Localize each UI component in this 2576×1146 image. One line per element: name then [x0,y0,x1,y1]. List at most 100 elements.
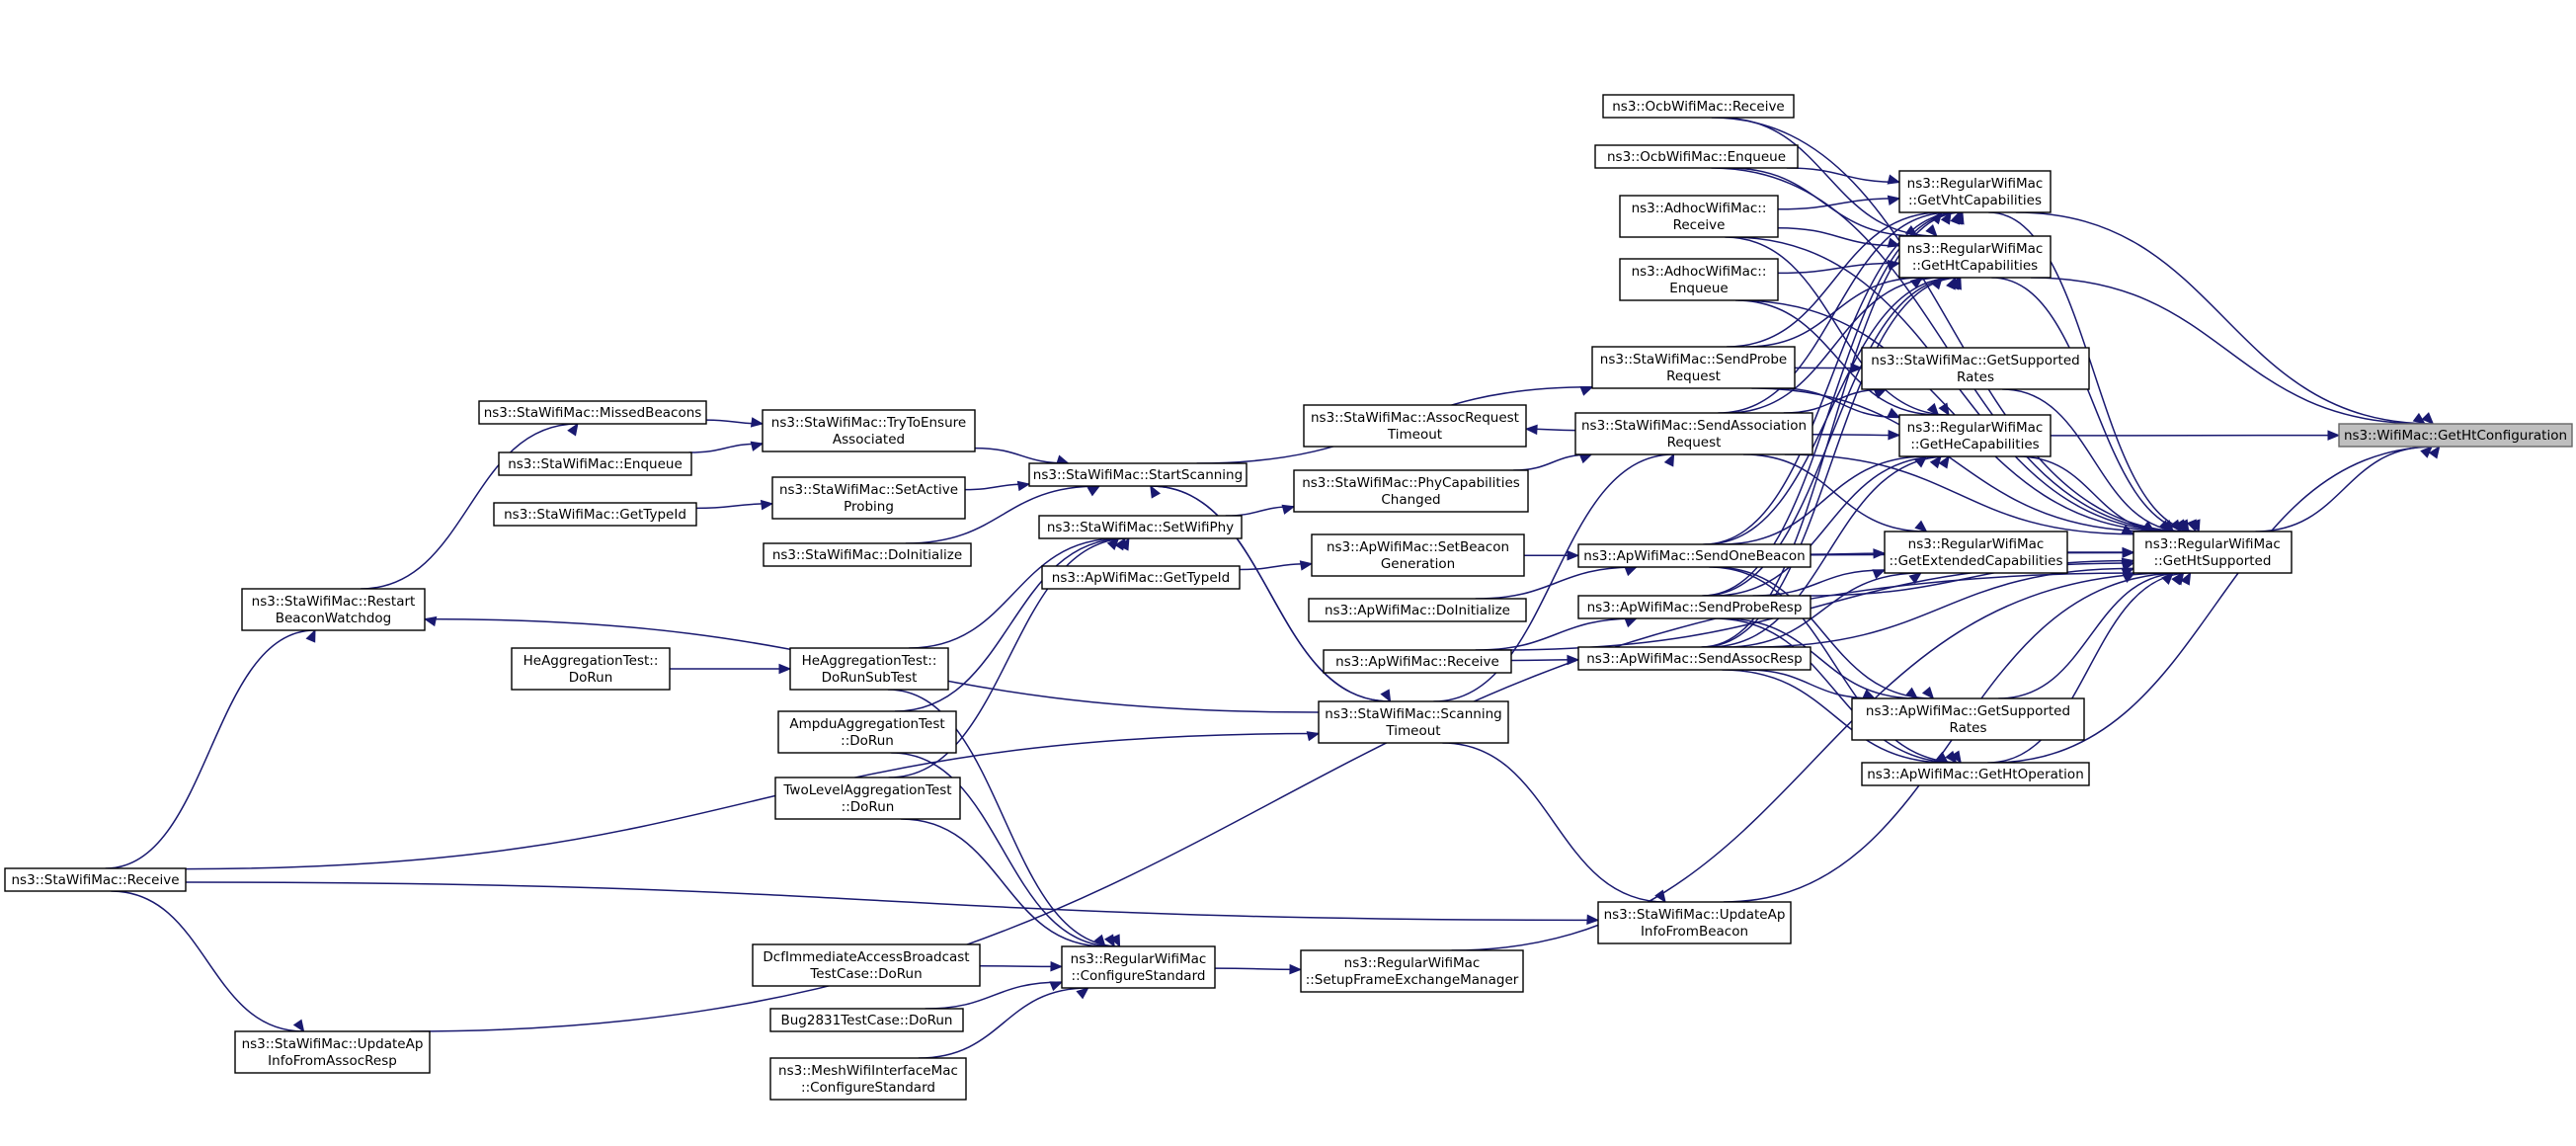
node-box [1038,515,1243,539]
arrowhead-ht_operation-to-ht_supported [2180,571,2192,586]
node-send-assoc-resp[interactable]: ns3::ApWifiMac::SendAssocResp [1577,646,1811,671]
node-label: ns3::ApWifiMac::SendOneBeacon [1583,548,1805,564]
node-bug2831[interactable]: Bug2831TestCase::DoRun [769,1008,964,1032]
node-he-caps[interactable]: ns3::RegularWifiMac::GetHeCapabilities [1898,414,2052,457]
node-vht-caps[interactable]: ns3::RegularWifiMac::GetVhtCapabilities [1898,170,2052,213]
edge-ht_operation-to-root [1991,446,2440,764]
node-box [1898,235,2052,279]
arrowhead-send_assoc_req-to-ht_supported [2121,525,2135,535]
node-ht-operation[interactable]: ns3::ApWifiMac::GetHtOperation [1861,762,2090,786]
arrowhead-update_ap_beacon-to-ht_supported [2172,571,2185,586]
node-ext-caps[interactable]: ns3::RegularWifiMac::GetExtendedCapabili… [1884,531,2068,574]
node-dcf-immediate[interactable]: DcfImmediateAccessBroadcastTestCase::DoR… [752,943,981,987]
arrowhead-send_assoc_resp-to-ht_operation [1935,751,1950,764]
node-box [789,647,949,691]
node-box [1884,531,2068,574]
node-adhoc-enqueue[interactable]: ns3::AdhocWifiMac::Enqueue [1619,258,1779,301]
node-ampdu-agg[interactable]: AmpduAggregationTest::DoRun [777,710,957,754]
node-label: ns3::StaWifiMac::TryToEnsure [771,415,966,431]
node-sta-receive[interactable]: ns3::StaWifiMac::Receive [4,867,187,892]
node-send-probe-resp[interactable]: ns3::ApWifiMac::SendProbeResp [1577,595,1811,619]
node-ocb-receive[interactable]: ns3::OcbWifiMac::Receive [1602,94,1795,119]
edge-send_probe_resp-to-ht_supported [1802,559,2134,597]
node-ocb-enqueue[interactable]: ns3::OcbWifiMac::Enqueue [1594,144,1799,169]
arrowhead-send_assoc_req-to-assoc_req_timeout [1524,424,1538,436]
edge-send_assoc_req-to-vht_caps [1718,211,1952,414]
node-he-agg-dorunsub[interactable]: HeAggregationTest::DoRunSubTest [789,647,949,691]
arrowhead-configure_standard-to-setup_fem [1289,963,1303,975]
edge-send_probe_resp-to-ht_operation [1713,617,1957,764]
edge-send_assoc_req-to-ext_caps [1742,453,1927,532]
node-ht-caps[interactable]: ns3::RegularWifiMac::GetHtCapabilities [1898,235,2052,279]
arrowhead-send_assoc_req-to-vht_caps [1940,210,1952,225]
node-label: Changed [1381,492,1440,508]
edge-sta_receive-to-update_ap_assoc [111,890,304,1032]
node-set-wifi-phy[interactable]: ns3::StaWifiMac::SetWifiPhy [1038,515,1243,539]
node-setup-fem[interactable]: ns3::RegularWifiMac::SetupFrameExchangeM… [1300,949,1524,993]
node-ht-supported[interactable]: ns3::RegularWifiMac::GetHtSupported [2133,531,2293,574]
node-label: ns3::StaWifiMac::Restart [252,594,416,610]
node-sta-typeid[interactable]: ns3::StaWifiMac::GetTypeId [493,502,697,527]
edge-adhoc_receive-to-he_caps [1725,236,1950,416]
arrowhead-send_one_beacon-to-ht_operation [1950,750,1962,765]
arrowhead-ocb_enqueue-to-vht_caps [1887,174,1901,185]
node-missed-beacons[interactable]: ns3::StaWifiMac::MissedBeacons [478,400,707,425]
node-sta-doinit[interactable]: ns3::StaWifiMac::DoInitialize [763,542,972,567]
edge-adhoc_receive-to-vht_caps [1777,198,1900,210]
node-update-ap-assoc[interactable]: ns3::StaWifiMac::UpdateApInfoFromAssocRe… [234,1030,431,1074]
edge-ampdu_agg-to-set_wifi_phy [894,537,1126,712]
node-mesh-configure[interactable]: ns3::MeshWifiInterfaceMac::ConfigureStan… [769,1057,967,1101]
node-box [1898,170,2052,213]
node-adhoc-receive[interactable]: ns3::AdhocWifiMac::Receive [1619,195,1779,238]
node-twolevel-agg[interactable]: TwoLevelAggregationTest::DoRun [774,777,961,820]
node-label: ::GetHtCapabilities [1912,258,2038,274]
edge-sta_doinit-to-start_scanning [905,485,1100,544]
node-he-agg-dorun[interactable]: HeAggregationTest::DoRun [511,647,671,691]
node-box [1591,346,1796,389]
edge-send_probe_resp-to-ext_caps [1752,569,1886,597]
node-label: ns3::WifiMac::GetHtConfiguration [2344,428,2567,444]
node-box [1041,565,1241,590]
node-configure-standard[interactable]: ns3::RegularWifiMac::ConfigureStandard [1061,945,1216,989]
node-label: Probing [844,499,894,515]
node-sta-enqueue[interactable]: ns3::StaWifiMac::Enqueue [498,451,692,476]
node-label: HeAggregationTest:: [523,653,659,669]
arrowhead-restart_beacon_wd-to-missed_beacons [567,422,579,437]
arrowhead-adhoc_enqueue-to-ht_supported [2161,520,2175,532]
arrowhead-ampdu_agg-to-configure_standard [1104,934,1115,948]
node-label: ns3::ApWifiMac::SendAssocResp [1586,651,1803,667]
node-ap-receive[interactable]: ns3::ApWifiMac::Receive [1323,649,1512,674]
node-start-scanning[interactable]: ns3::StaWifiMac::StartScanning [1028,462,1248,487]
arrowhead-send_probe_resp-to-ext_caps [1872,569,1887,580]
node-label: ns3::StaWifiMac::StartScanning [1033,467,1243,483]
node-box [1308,598,1527,622]
arrowhead-missed_beacons-to-try_ensure [750,417,765,428]
node-label: ns3::RegularWifiMac [1344,955,1481,971]
arrowhead-send_assoc_req-to-ext_caps [1914,520,1928,532]
node-ap-doinit[interactable]: ns3::ApWifiMac::DoInitialize [1308,598,1527,622]
arrowhead-set_beacon_gen-to-send_one_beacon [1567,550,1580,561]
node-box [498,451,692,476]
node-label: ns3::StaWifiMac::UpdateAp [242,1036,424,1052]
edge-twolevel_agg-to-configure_standard [901,818,1105,947]
node-box [1861,762,2090,786]
edge-send_assoc_req-to-ht_supported [1784,453,2134,535]
node-send-one-beacon[interactable]: ns3::ApWifiMac::SendOneBeacon [1577,543,1811,568]
arrowhead-ht_supported-to-root [2420,446,2434,458]
edge-send_assoc_resp-to-ap_sup_rates [1745,669,1875,699]
node-ap-typeid[interactable]: ns3::ApWifiMac::GetTypeId [1041,565,1241,590]
node-label: Timeout [1385,723,1440,739]
arrowhead-twolevel_agg-to-configure_standard [1093,934,1106,948]
